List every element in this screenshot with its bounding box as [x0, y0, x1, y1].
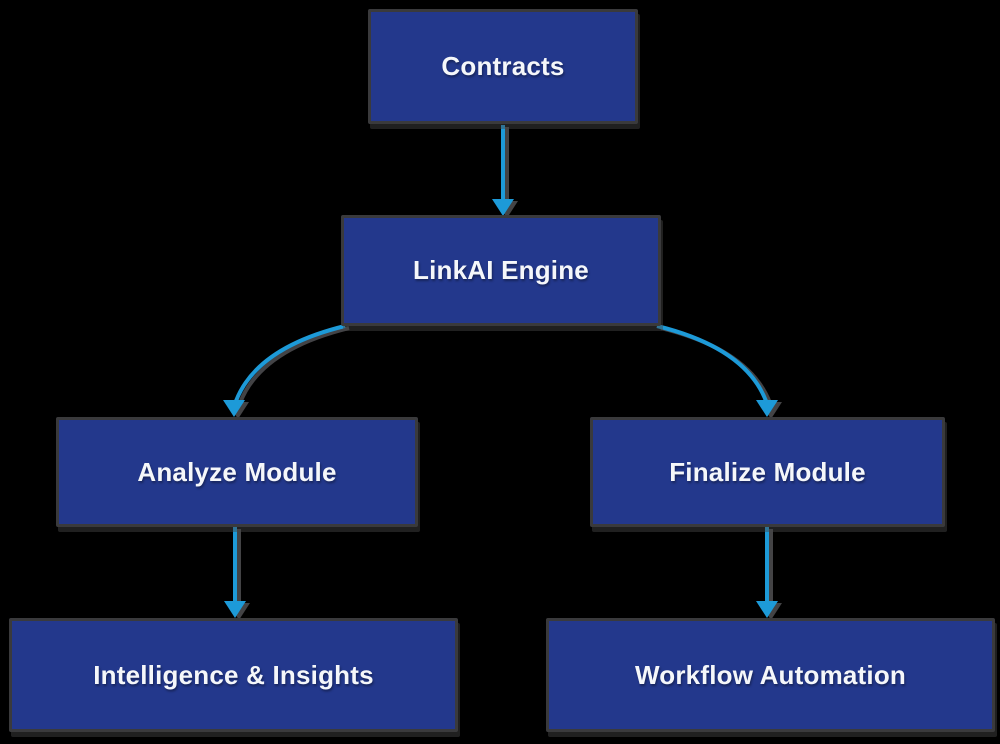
- node-linkai-engine-label: LinkAI Engine: [413, 255, 589, 285]
- node-workflow-automation-label: Workflow Automation: [635, 659, 906, 690]
- node-analyze-module-label: Analyze Module: [137, 456, 337, 487]
- node-intelligence-insights-label: Intelligence & Insights: [93, 659, 374, 690]
- node-finalize-module-label: Finalize Module: [669, 456, 866, 487]
- arrowhead-finalize-to-workflow: [756, 601, 778, 618]
- arrowhead-contracts-to-linkai: [492, 199, 514, 216]
- node-linkai-engine: LinkAI Engine: [341, 215, 661, 326]
- arrow-linkai-to-analyze: [234, 324, 346, 402]
- node-contracts: Contracts: [368, 9, 638, 124]
- node-intelligence-insights: Intelligence & Insights: [9, 618, 458, 732]
- arrowhead-analyze-to-intelligence: [224, 601, 246, 618]
- node-workflow-automation: Workflow Automation: [546, 618, 995, 732]
- node-finalize-module: Finalize Module: [590, 417, 945, 527]
- node-contracts-label: Contracts: [441, 51, 565, 81]
- arrowhead-linkai-to-analyze: [223, 400, 245, 417]
- arrowhead-linkai-to-finalize: [756, 400, 778, 417]
- arrow-linkai-to-finalize: [656, 324, 768, 402]
- node-analyze-module: Analyze Module: [56, 417, 418, 527]
